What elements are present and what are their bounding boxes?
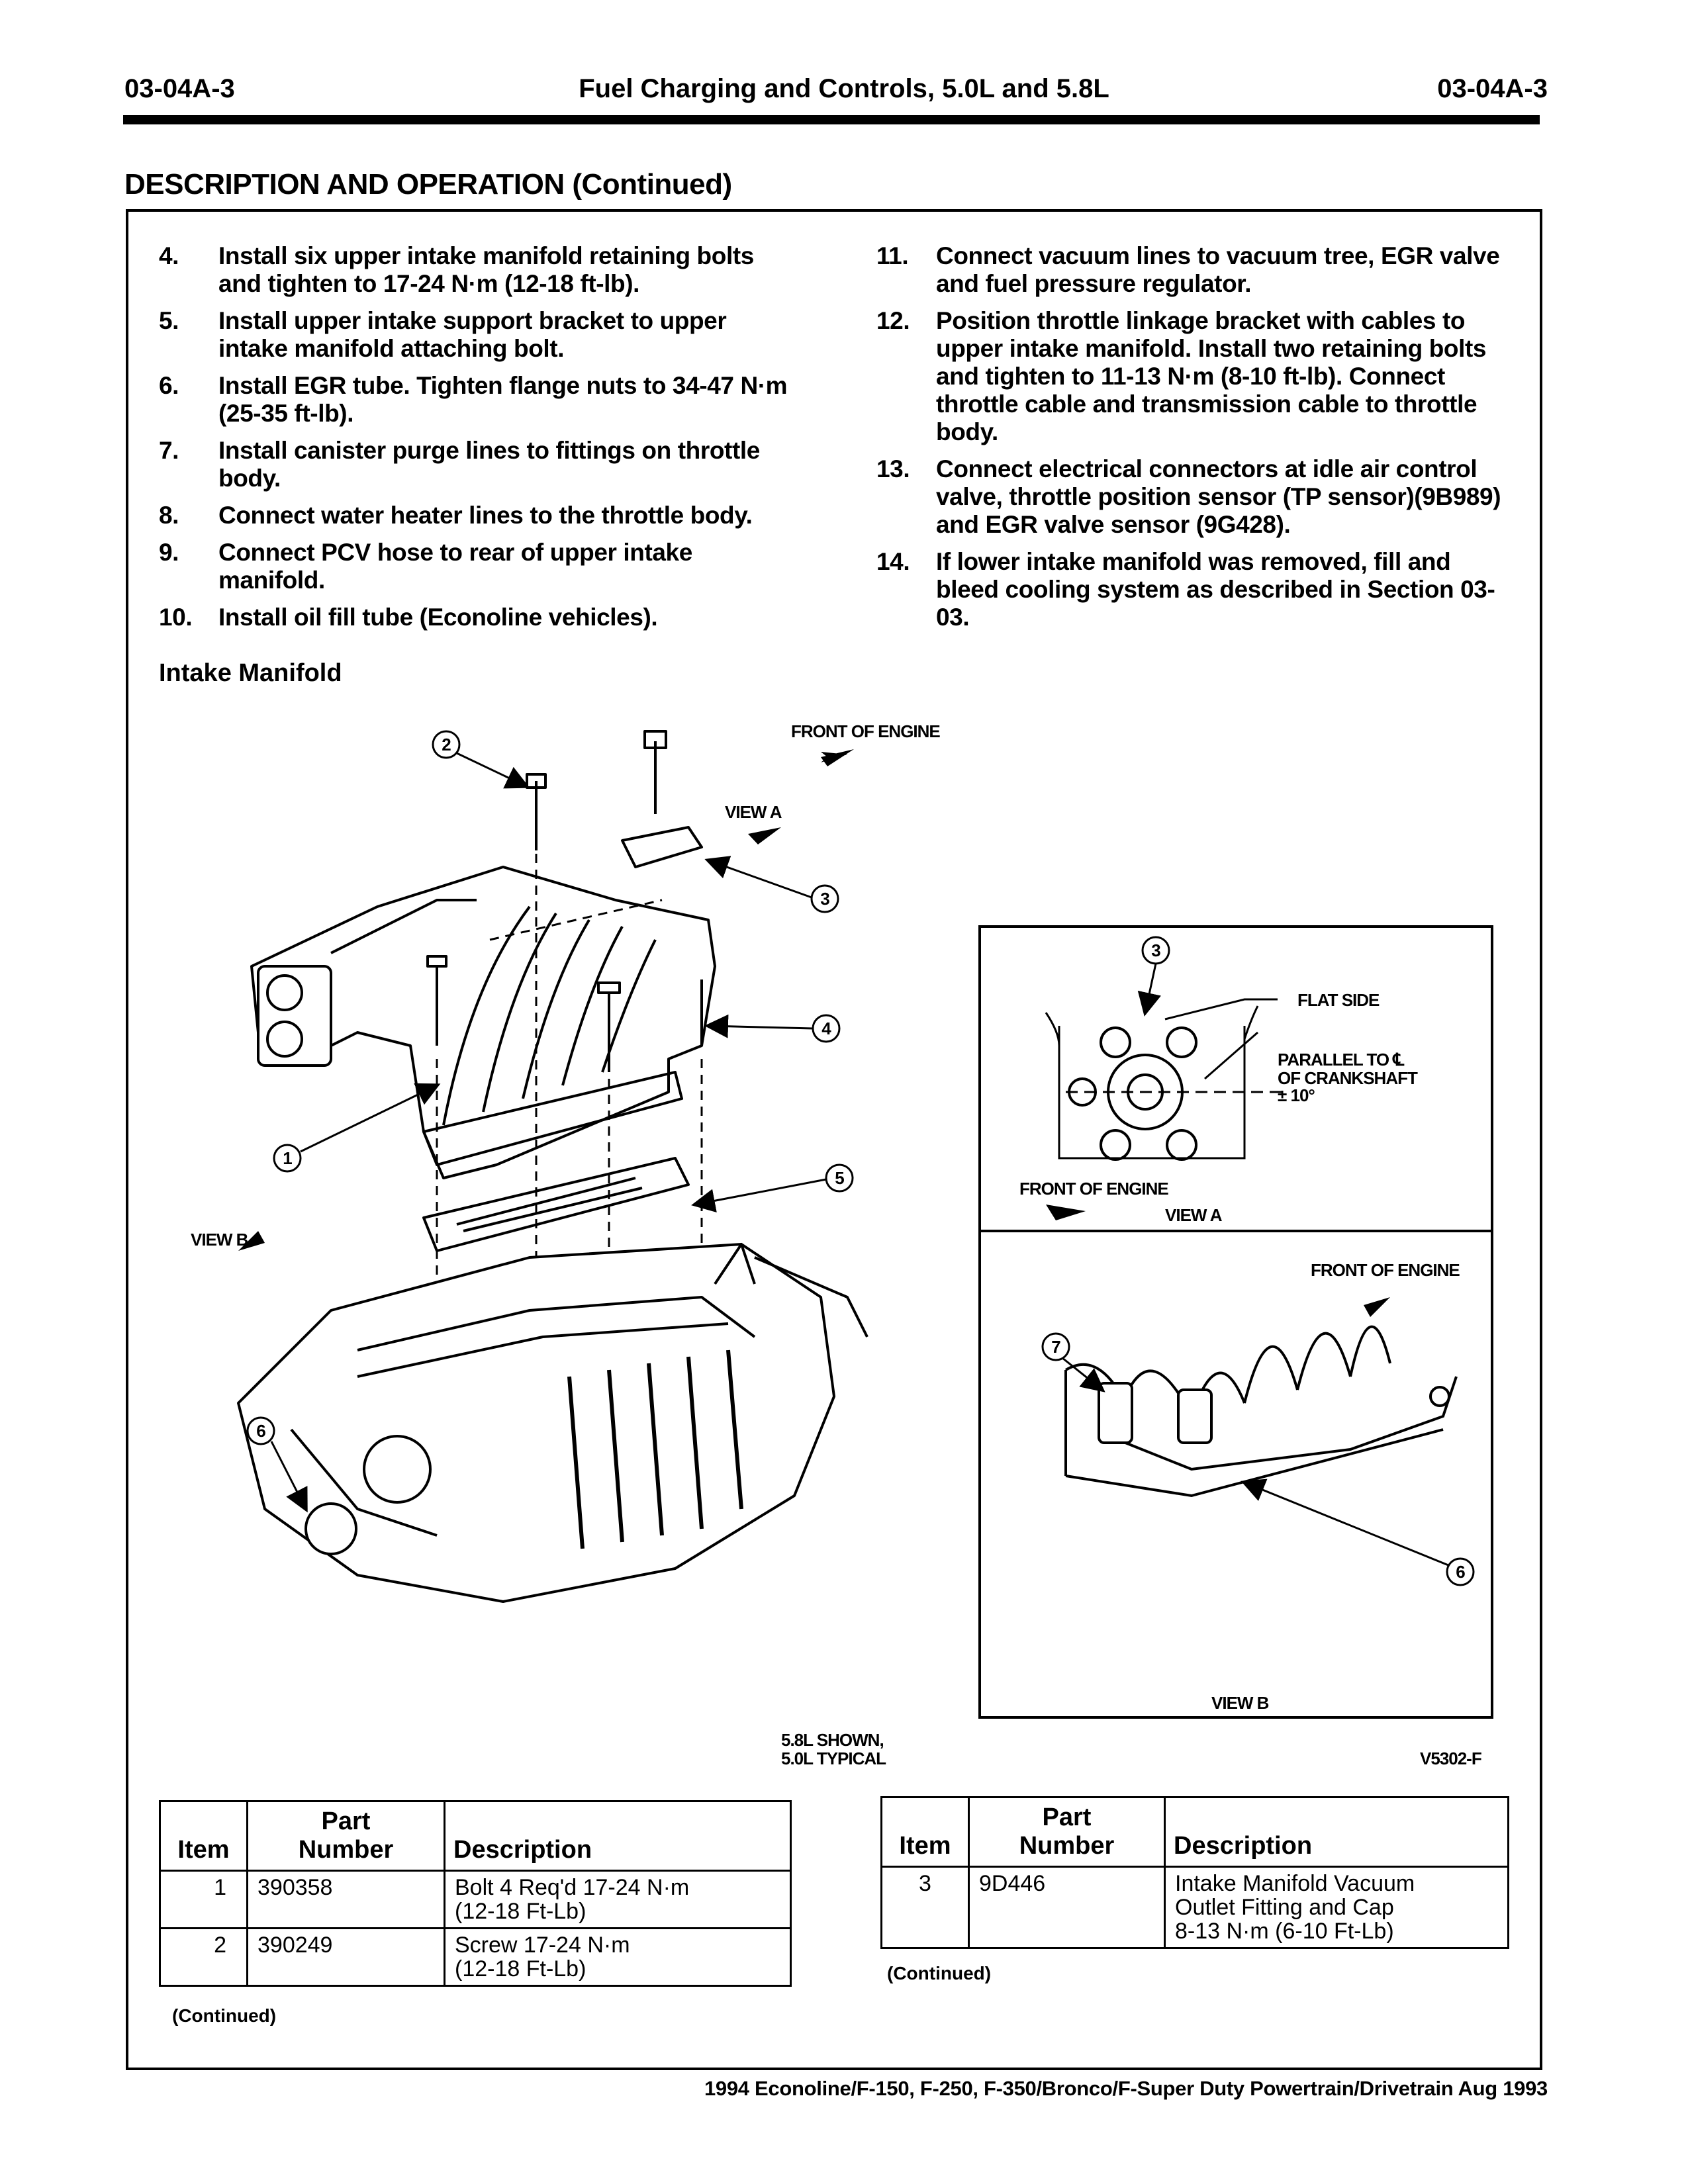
callout-4-label: 4: [821, 1019, 831, 1038]
steps-list-left: 4. Install six upper intake manifold reta…: [159, 242, 794, 641]
step-number: 8.: [159, 502, 179, 529]
inset-view-box: [978, 925, 1493, 1719]
description-cell: Bolt 4 Req'd 17-24 N·m(12-18 Ft-Lb): [444, 1870, 792, 1929]
inset-callout-7-label: 7: [1051, 1337, 1060, 1357]
step-number: 9.: [159, 539, 179, 566]
inset-callout-3-label: 3: [1151, 940, 1160, 960]
shown-label: 5.8L SHOWN,: [781, 1730, 884, 1750]
inset-front-arrow-b-icon: [1364, 1297, 1390, 1317]
step-text: Install six upper intake manifold retain…: [218, 242, 754, 297]
step-item: 14. If lower intake manifold was removed,…: [876, 548, 1505, 631]
step-number: 10.: [159, 604, 193, 631]
inset-front-arrow-icon: [1046, 1205, 1086, 1220]
figure-code: V5302-F: [1420, 1749, 1481, 1768]
callout-5-label: 5: [835, 1168, 844, 1188]
view-a-label: VIEW A: [725, 802, 782, 822]
callout-1-label: 2: [442, 735, 451, 754]
view-b-label: VIEW B: [191, 1230, 248, 1250]
callout-3-label: 3: [820, 889, 829, 909]
table-row: 2 390249 Screw 17-24 N·m(12-18 Ft-Lb): [159, 1927, 792, 1987]
intake-manifold-figure: 2 3 4 1 5 6 FRONT OF ENGINE VIEW A VIEW …: [191, 721, 1493, 1768]
step-item: 6. Install EGR tube. Tighten flange nuts …: [159, 372, 794, 428]
header-title: Fuel Charging and Controls, 5.0L and 5.8…: [579, 74, 1109, 103]
step-text: Install upper intake support bracket to …: [218, 307, 727, 362]
step-item: 12. Position throttle linkage bracket wit…: [876, 307, 1505, 446]
step-number: 5.: [159, 307, 179, 334]
step-item: 5. Install upper intake support bracket t…: [159, 307, 794, 363]
section-title: DESCRIPTION AND OPERATION (Continued): [124, 168, 732, 201]
header-rule: [123, 115, 1540, 124]
step-number: 12.: [876, 307, 910, 334]
step-text: If lower intake manifold was removed, fi…: [936, 548, 1495, 631]
content-frame: [126, 209, 1542, 2070]
step-number: 6.: [159, 372, 179, 399]
step-text: Position throttle linkage bracket with c…: [936, 307, 1487, 445]
view-a-arrow-icon: [748, 827, 781, 844]
table-row: 1 390358 Bolt 4 Req'd 17-24 N·m(12-18 Ft…: [159, 1870, 792, 1929]
crankshaft-label: OF CRANKSHAFT: [1278, 1068, 1418, 1088]
callout-6-label: 6: [256, 1421, 265, 1441]
header-section-code-right: 03-04A-3: [1437, 74, 1548, 103]
part-number-cell: 390358: [246, 1870, 445, 1929]
part-number-cell: 390249: [246, 1927, 445, 1987]
column-header-item: Item: [159, 1800, 248, 1872]
step-item: 4. Install six upper intake manifold reta…: [159, 242, 794, 298]
column-header-description: Description: [1164, 1796, 1509, 1868]
continued-note-left: (Continued): [172, 2005, 277, 2026]
page-footer: 1994 Econoline/F-150, F-250, F-350/Bronc…: [704, 2077, 1548, 2100]
exploded-engine-drawing: [237, 730, 868, 1603]
step-text: Connect water heater lines to the thrott…: [218, 502, 753, 529]
tolerance-label: ± 10°: [1278, 1085, 1315, 1105]
step-text: Connect electrical connectors at idle ai…: [936, 455, 1501, 538]
inset-callout-6-label: 6: [1456, 1562, 1465, 1582]
item-cell: 1: [159, 1870, 248, 1929]
view-b-arrow-icon: [238, 1231, 265, 1251]
step-number: 4.: [159, 242, 179, 269]
step-number: 7.: [159, 437, 179, 464]
column-header-item: Item: [880, 1796, 970, 1868]
column-header-description: Description: [444, 1800, 792, 1872]
inset-front-of-engine-label-b: FRONT OF ENGINE: [1311, 1260, 1460, 1280]
inset-front-of-engine-label: FRONT OF ENGINE: [1019, 1179, 1168, 1199]
continued-note-right: (Continued): [887, 1963, 992, 1983]
steps-list-right: 11. Connect vacuum lines to vacuum tree, …: [876, 242, 1505, 641]
header-section-code-left: 03-04A-3: [124, 74, 235, 103]
step-item: 13. Connect electrical connectors at idle…: [876, 455, 1505, 539]
callout-1-label: 1: [283, 1148, 292, 1168]
step-item: 7. Install canister purge lines to fittin…: [159, 437, 794, 492]
description-cell: Screw 17-24 N·m(12-18 Ft-Lb): [444, 1927, 792, 1987]
figure-subheading: Intake Manifold: [159, 659, 342, 687]
step-number: 11.: [876, 242, 909, 269]
step-item: 9. Connect PCV hose to rear of upper inta…: [159, 539, 794, 594]
front-of-engine-label: FRONT OF ENGINE: [791, 721, 940, 741]
parallel-label: PARALLEL TO ℄: [1278, 1050, 1405, 1069]
step-number: 13.: [876, 455, 910, 482]
step-text: Connect PCV hose to rear of upper intake…: [218, 539, 692, 594]
item-cell: 2: [159, 1927, 248, 1987]
inset-view-b-label: VIEW B: [1211, 1693, 1269, 1713]
item-cell: 3: [880, 1866, 970, 1949]
typical-label: 5.0L TYPICAL: [781, 1749, 886, 1768]
step-text: Install canister purge lines to fittings…: [218, 437, 760, 492]
part-number-cell: 9D446: [968, 1866, 1166, 1949]
step-text: Connect vacuum lines to vacuum tree, EGR…: [936, 242, 1500, 297]
step-number: 14.: [876, 548, 910, 575]
inset-view-a-label: VIEW A: [1165, 1205, 1223, 1225]
step-item: 11. Connect vacuum lines to vacuum tree, …: [876, 242, 1505, 298]
step-item: 8. Connect water heater lines to the thro…: [159, 502, 794, 529]
step-text: Install EGR tube. Tighten flange nuts to…: [218, 372, 788, 427]
step-text: Install oil fill tube (Econoline vehicle…: [218, 604, 658, 631]
step-item: 10. Install oil fill tube (Econoline vehi…: [159, 604, 794, 631]
front-of-engine-arrow-icon: [821, 749, 854, 766]
flat-side-label: FLAT SIDE: [1297, 990, 1380, 1010]
